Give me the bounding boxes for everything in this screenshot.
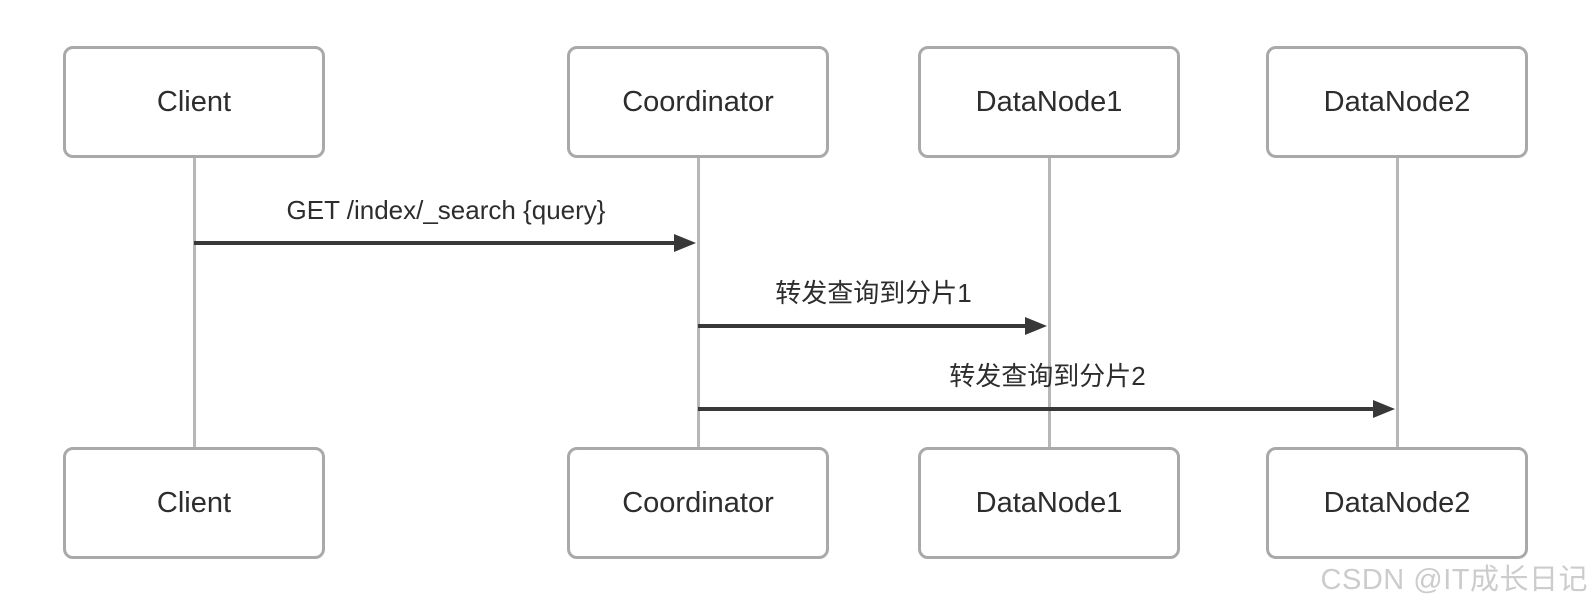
message-arrow-line xyxy=(194,241,678,245)
csdn-watermark: CSDN @IT成长日记 xyxy=(1320,564,1588,596)
participant-box-top-client: Client xyxy=(63,46,325,158)
message-arrowhead-icon xyxy=(674,234,696,252)
message-label: 转发查询到分片1 xyxy=(775,278,972,308)
message-arrow-line xyxy=(698,407,1377,411)
lifeline-client xyxy=(192,156,196,449)
participant-box-bottom-datanode1: DataNode1 xyxy=(918,447,1180,559)
lifeline-coordinator xyxy=(696,156,700,449)
participant-box-bottom-datanode2: DataNode2 xyxy=(1266,447,1528,559)
message-arrowhead-icon xyxy=(1373,400,1395,418)
participant-label: DataNode1 xyxy=(975,486,1123,519)
message-arrow-line xyxy=(698,324,1029,328)
lifeline-datanode2 xyxy=(1395,156,1399,449)
message-label: 转发查询到分片2 xyxy=(949,361,1146,391)
message-arrowhead-icon xyxy=(1025,317,1047,335)
participant-label: Client xyxy=(156,85,232,118)
participant-box-top-datanode1: DataNode1 xyxy=(918,46,1180,158)
lifeline-datanode1 xyxy=(1047,156,1051,449)
participant-label: Client xyxy=(156,486,232,519)
participant-label: DataNode2 xyxy=(1323,85,1471,118)
participant-label: Coordinator xyxy=(622,85,774,118)
participant-label: DataNode2 xyxy=(1323,486,1471,519)
participant-box-bottom-coordinator: Coordinator xyxy=(567,447,829,559)
participant-label: Coordinator xyxy=(622,486,774,519)
participant-box-top-coordinator: Coordinator xyxy=(567,46,829,158)
participant-box-bottom-client: Client xyxy=(63,447,325,559)
participant-label: DataNode1 xyxy=(975,85,1123,118)
message-label: GET /index/_search {query} xyxy=(286,195,606,225)
participant-box-top-datanode2: DataNode2 xyxy=(1266,46,1528,158)
